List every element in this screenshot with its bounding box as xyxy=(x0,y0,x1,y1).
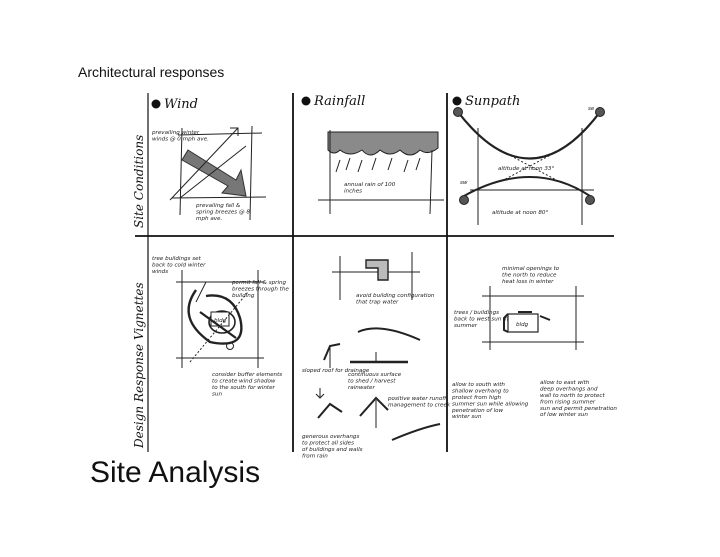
note-rain-slope: sloped roof for drainage xyxy=(302,368,370,374)
wind-response-sketch xyxy=(176,270,264,368)
label-sun-summer: se xyxy=(588,106,595,112)
row-label-design-response: Design Response Vignettes xyxy=(132,282,146,449)
sun-response-sketch xyxy=(482,286,584,350)
sunpath-site-sketch xyxy=(453,107,605,225)
page-title: Site Analysis xyxy=(90,456,261,489)
column-header-rainfall: Rainfall xyxy=(313,94,365,109)
wind-arrow-icon xyxy=(181,149,247,197)
label-sun-bldg: bldg xyxy=(516,322,529,328)
page-subtitle: Architectural responses xyxy=(78,64,225,80)
rain-cloud-icon xyxy=(327,131,439,156)
rain-response-sketch xyxy=(315,252,441,441)
note-sun-altitude-summer: altitude at noon 80° xyxy=(492,210,548,216)
label-wind-bldg: bldg xyxy=(214,318,227,324)
column-header-sunpath: Sunpath xyxy=(465,94,520,109)
wind-bullet-icon xyxy=(151,99,161,109)
rain-site-sketch xyxy=(318,130,444,215)
row-label-site-conditions: Site Conditions xyxy=(132,135,146,228)
label-sun-winter: sw xyxy=(460,180,468,186)
column-header-wind: Wind xyxy=(164,97,198,112)
note-sun-altitude-winter: altitude at noon 33° xyxy=(498,166,554,172)
rainfall-bullet-icon xyxy=(301,96,311,106)
wind-site-sketch xyxy=(169,125,267,221)
sunpath-bullet-icon xyxy=(452,96,462,106)
